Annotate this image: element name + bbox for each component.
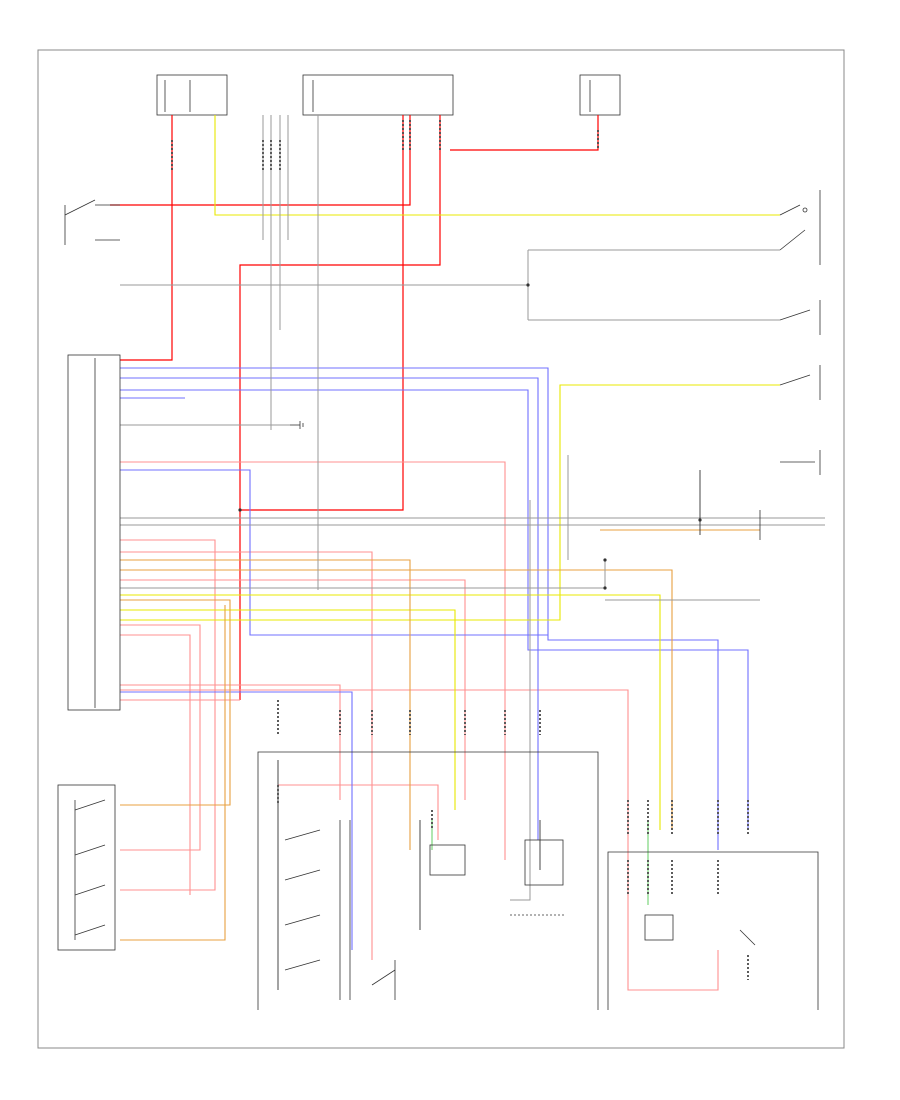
wire-dark-group xyxy=(277,470,701,990)
wire-yellow-3 xyxy=(120,594,661,830)
wire-yellow-4 xyxy=(120,609,456,810)
console-module-a xyxy=(429,844,466,876)
wire-red-6 xyxy=(120,205,173,361)
wire-orange-group xyxy=(120,529,760,941)
wire-orange-5 xyxy=(120,605,226,941)
ground-symbol-icon xyxy=(290,421,304,429)
wire-pink-1 xyxy=(120,461,506,860)
wire-blue-2 xyxy=(120,377,539,840)
wire-pink-9 xyxy=(278,784,439,840)
wire-gray-group xyxy=(120,115,825,901)
wire-blue-3 xyxy=(120,389,749,830)
right-switch-3 xyxy=(779,365,821,400)
wire-pink-4 xyxy=(120,624,201,851)
wire-orange-1 xyxy=(120,559,411,850)
wire-blue-6 xyxy=(120,691,353,950)
wire-orange-2 xyxy=(120,569,673,830)
wire-red-1 xyxy=(110,115,173,206)
wire-pink-10 xyxy=(120,684,341,800)
tcm-connector xyxy=(67,354,121,711)
wire-pink-7 xyxy=(120,689,719,991)
fuse-box-right xyxy=(579,74,621,116)
wire-pink-group xyxy=(120,461,719,991)
right-switch-2 xyxy=(779,300,821,335)
connector-pins-icon xyxy=(171,120,749,980)
page-frame xyxy=(37,49,845,1049)
splice-dots xyxy=(238,283,702,590)
wire-red-4 xyxy=(450,115,599,151)
wire-blue-5 xyxy=(120,469,548,636)
right-module xyxy=(607,851,819,1010)
wire-red-3 xyxy=(239,115,441,700)
wire-red-2 xyxy=(172,115,411,206)
wire-gray-13 xyxy=(120,560,606,589)
fuse-box-left xyxy=(156,74,228,116)
mode-switch xyxy=(57,784,116,951)
wire-blue-group xyxy=(120,367,749,950)
wire-blue-1 xyxy=(120,367,719,850)
right-switch-1 xyxy=(779,190,821,265)
wire-red-group xyxy=(110,115,599,700)
console-module-b xyxy=(510,839,565,916)
wire-pink-2 xyxy=(120,539,216,891)
right-connector-4 xyxy=(780,450,821,475)
wire-pink-5 xyxy=(120,634,191,895)
console-switch xyxy=(371,960,396,1000)
brake-switch xyxy=(64,199,120,245)
wire-gray-15 xyxy=(510,500,531,901)
wire-pink-3 xyxy=(120,551,373,960)
console-unit xyxy=(257,751,599,1010)
wire-yellow-2 xyxy=(120,384,780,621)
wire-orange-3 xyxy=(120,599,231,806)
wire-red-5 xyxy=(240,115,404,511)
wire-yellow-group xyxy=(120,115,780,830)
fuse-box-mid xyxy=(302,74,454,116)
wire-yellow-1 xyxy=(214,115,780,216)
